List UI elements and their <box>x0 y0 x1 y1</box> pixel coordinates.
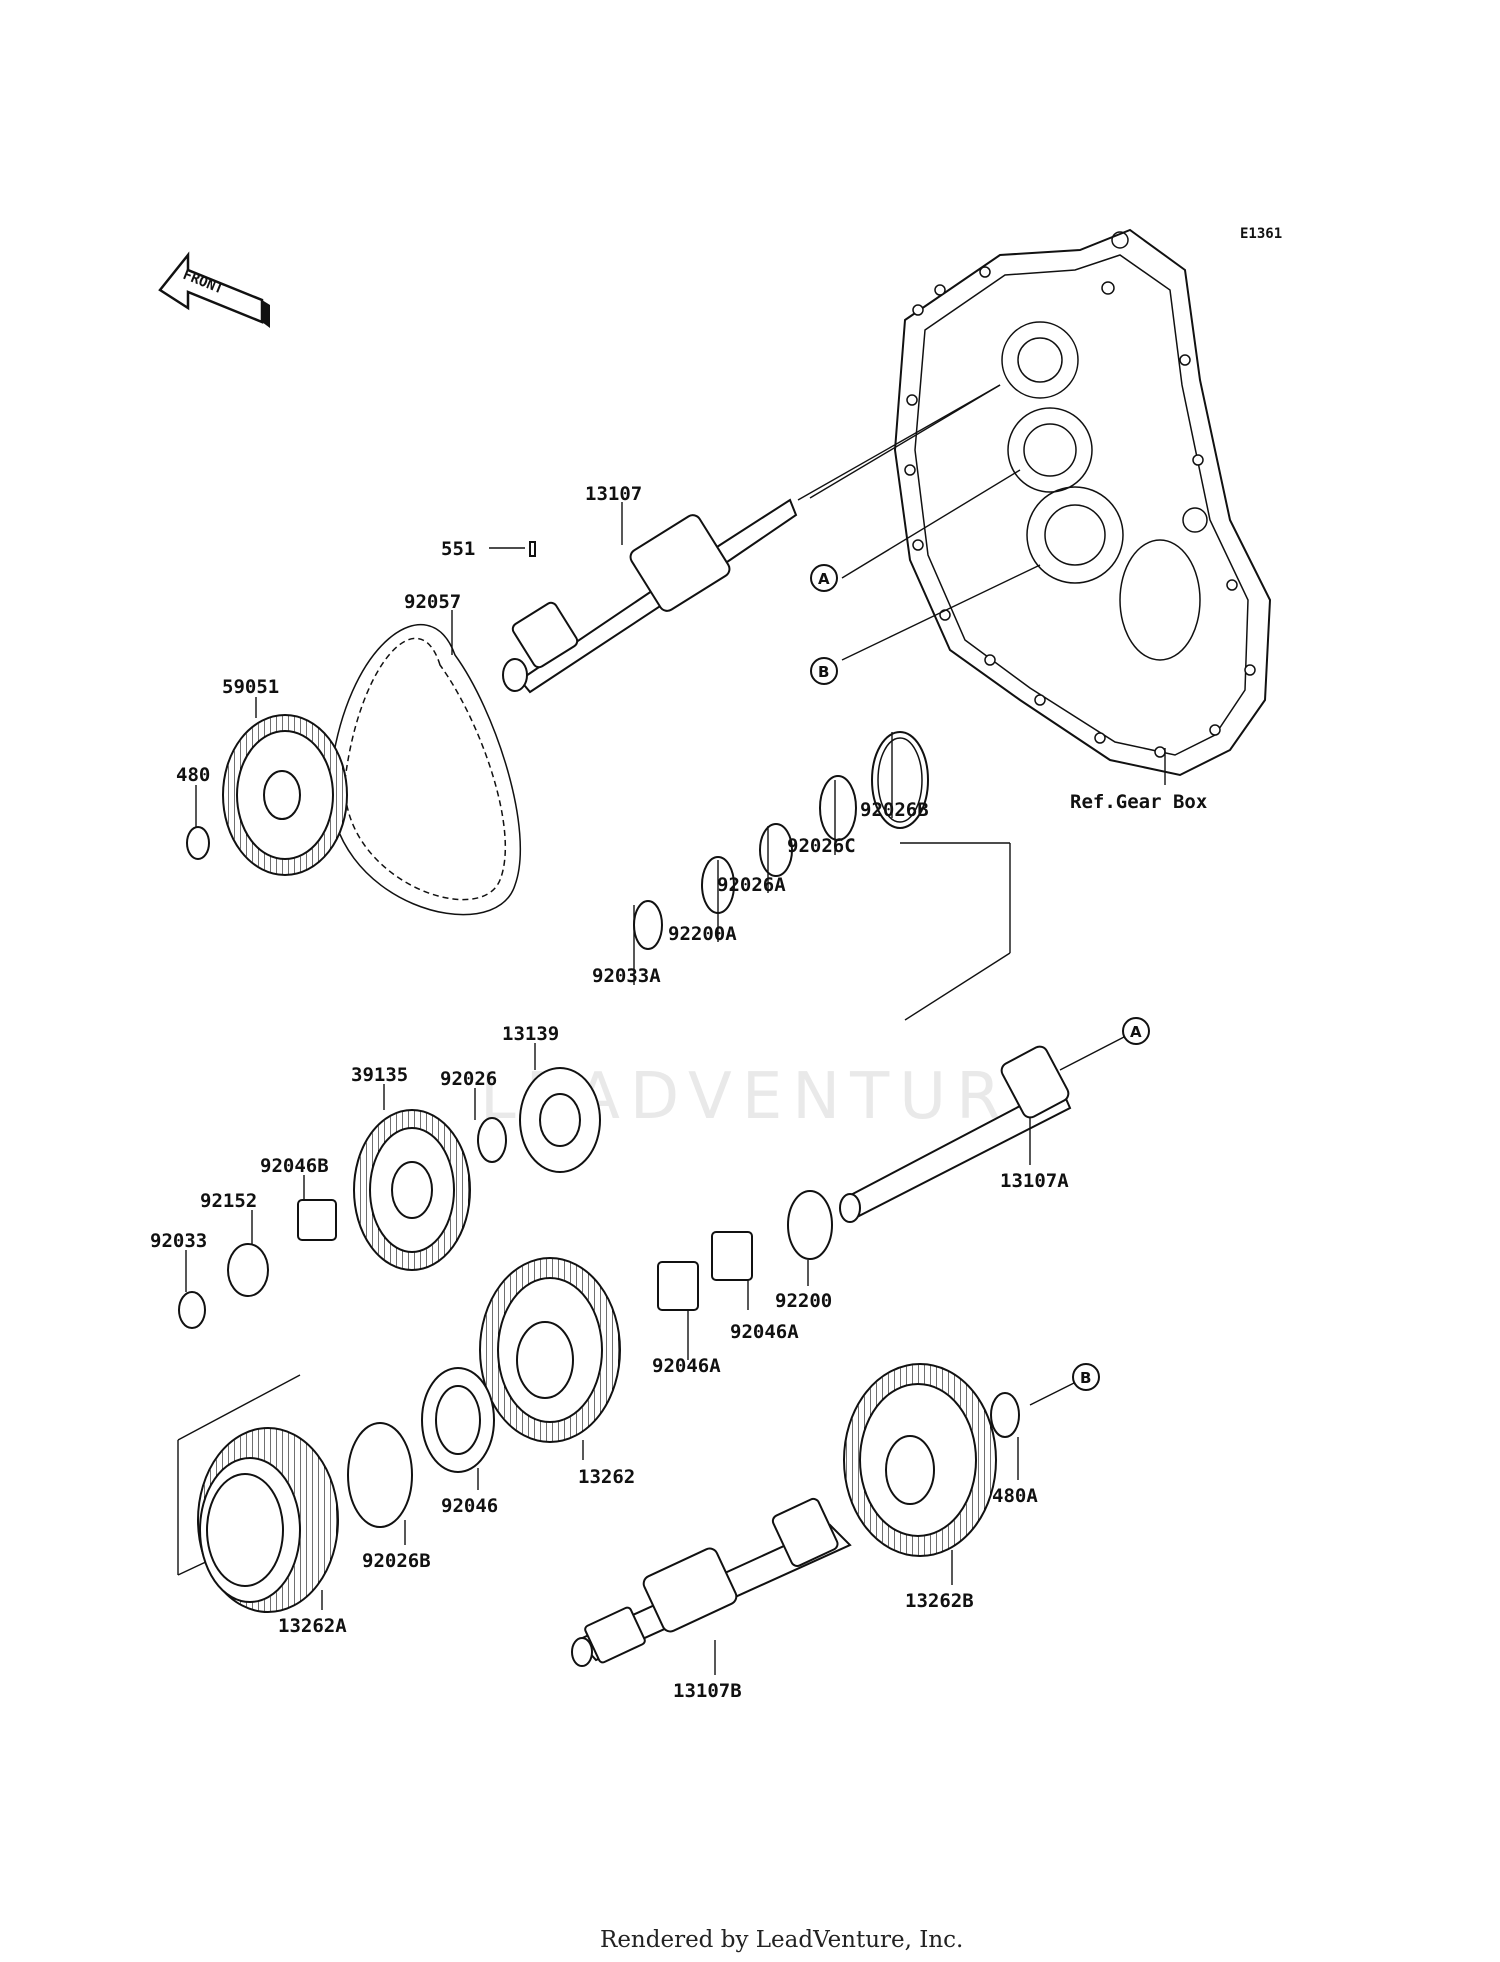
gear-13262a <box>197 1427 339 1613</box>
part-label[interactable]: 92026 <box>440 1068 497 1090</box>
gear-13262 <box>479 1257 621 1443</box>
part-label[interactable]: 92046 <box>441 1495 498 1517</box>
shaft-13107b <box>571 1497 852 1667</box>
part-label[interactable]: 92033A <box>592 965 661 987</box>
part-label[interactable]: 92026C <box>787 835 856 857</box>
part-label[interactable]: 480 <box>176 764 210 786</box>
gear-39135 <box>353 1109 471 1271</box>
callout-a: A <box>818 570 830 588</box>
callout-b: B <box>818 663 829 681</box>
part-label[interactable]: 13107B <box>673 1680 742 1702</box>
ring-92026 <box>477 1117 507 1163</box>
part-label[interactable]: 92046B <box>260 1155 329 1177</box>
part-label[interactable]: 92026A <box>717 874 786 896</box>
front-arrow-icon: FRONT <box>158 251 270 328</box>
part-label[interactable]: 59051 <box>222 676 279 698</box>
sprocket-59051 <box>222 714 348 876</box>
circlip-92033 <box>178 1291 206 1329</box>
bearing-92046a-2 <box>657 1261 699 1311</box>
chain-92057 <box>344 637 507 901</box>
part-label[interactable]: 13107A <box>1000 1170 1069 1192</box>
bearing-92046a-1 <box>711 1231 753 1281</box>
part-label[interactable]: 92026B <box>362 1550 431 1572</box>
washer-92200 <box>787 1190 833 1260</box>
callout-b-circle <box>810 657 838 685</box>
shaft-13107a <box>839 1045 1072 1223</box>
part-label[interactable]: 92046A <box>730 1321 799 1343</box>
part-label[interactable]: 92026B <box>860 799 929 821</box>
part-label[interactable]: 13139 <box>502 1023 559 1045</box>
callout-b-circle-2 <box>1072 1363 1100 1391</box>
ring-92026b <box>871 731 929 829</box>
part-label[interactable]: 13262A <box>278 1615 347 1637</box>
part-label[interactable]: 92057 <box>404 591 461 613</box>
circlip-92033a <box>633 900 663 950</box>
part-label[interactable]: 92152 <box>200 1190 257 1212</box>
footer-credit: Rendered by LeadVenture, Inc. <box>600 1927 963 1953</box>
callout-a-circle-2 <box>1122 1017 1150 1045</box>
part-label[interactable]: 13262B <box>905 1590 974 1612</box>
callout-b-2: B <box>1080 1369 1091 1387</box>
diagram-code: E1361 <box>1240 226 1282 242</box>
part-label[interactable]: 480A <box>992 1485 1038 1507</box>
part-label[interactable]: 92200 <box>775 1290 832 1312</box>
shaft-13107 <box>502 498 798 694</box>
ring-92026b-2 <box>347 1422 413 1528</box>
bearing-92046b <box>297 1199 337 1241</box>
part-label[interactable]: 13107 <box>585 483 642 505</box>
part-label[interactable]: 39135 <box>351 1064 408 1086</box>
part-label[interactable]: 92046A <box>652 1355 721 1377</box>
part-label[interactable]: 92033 <box>150 1230 207 1252</box>
gearbox-housing <box>893 228 1272 777</box>
part-label[interactable]: 13262 <box>578 1466 635 1488</box>
gear-13262b <box>843 1363 997 1557</box>
washer-92152 <box>227 1243 269 1297</box>
pin-551 <box>529 541 536 557</box>
circlip-480 <box>186 826 210 860</box>
hub-13139 <box>519 1067 601 1173</box>
reference-label: Ref.Gear Box <box>1070 791 1207 813</box>
bearing-92046 <box>421 1367 495 1473</box>
washer-92026c <box>819 775 857 841</box>
callout-a-circle <box>810 564 838 592</box>
part-label[interactable]: 551 <box>441 538 475 560</box>
part-label[interactable]: 92200A <box>668 923 737 945</box>
circlip-480a <box>990 1392 1020 1438</box>
callout-a-2: A <box>1130 1023 1142 1041</box>
